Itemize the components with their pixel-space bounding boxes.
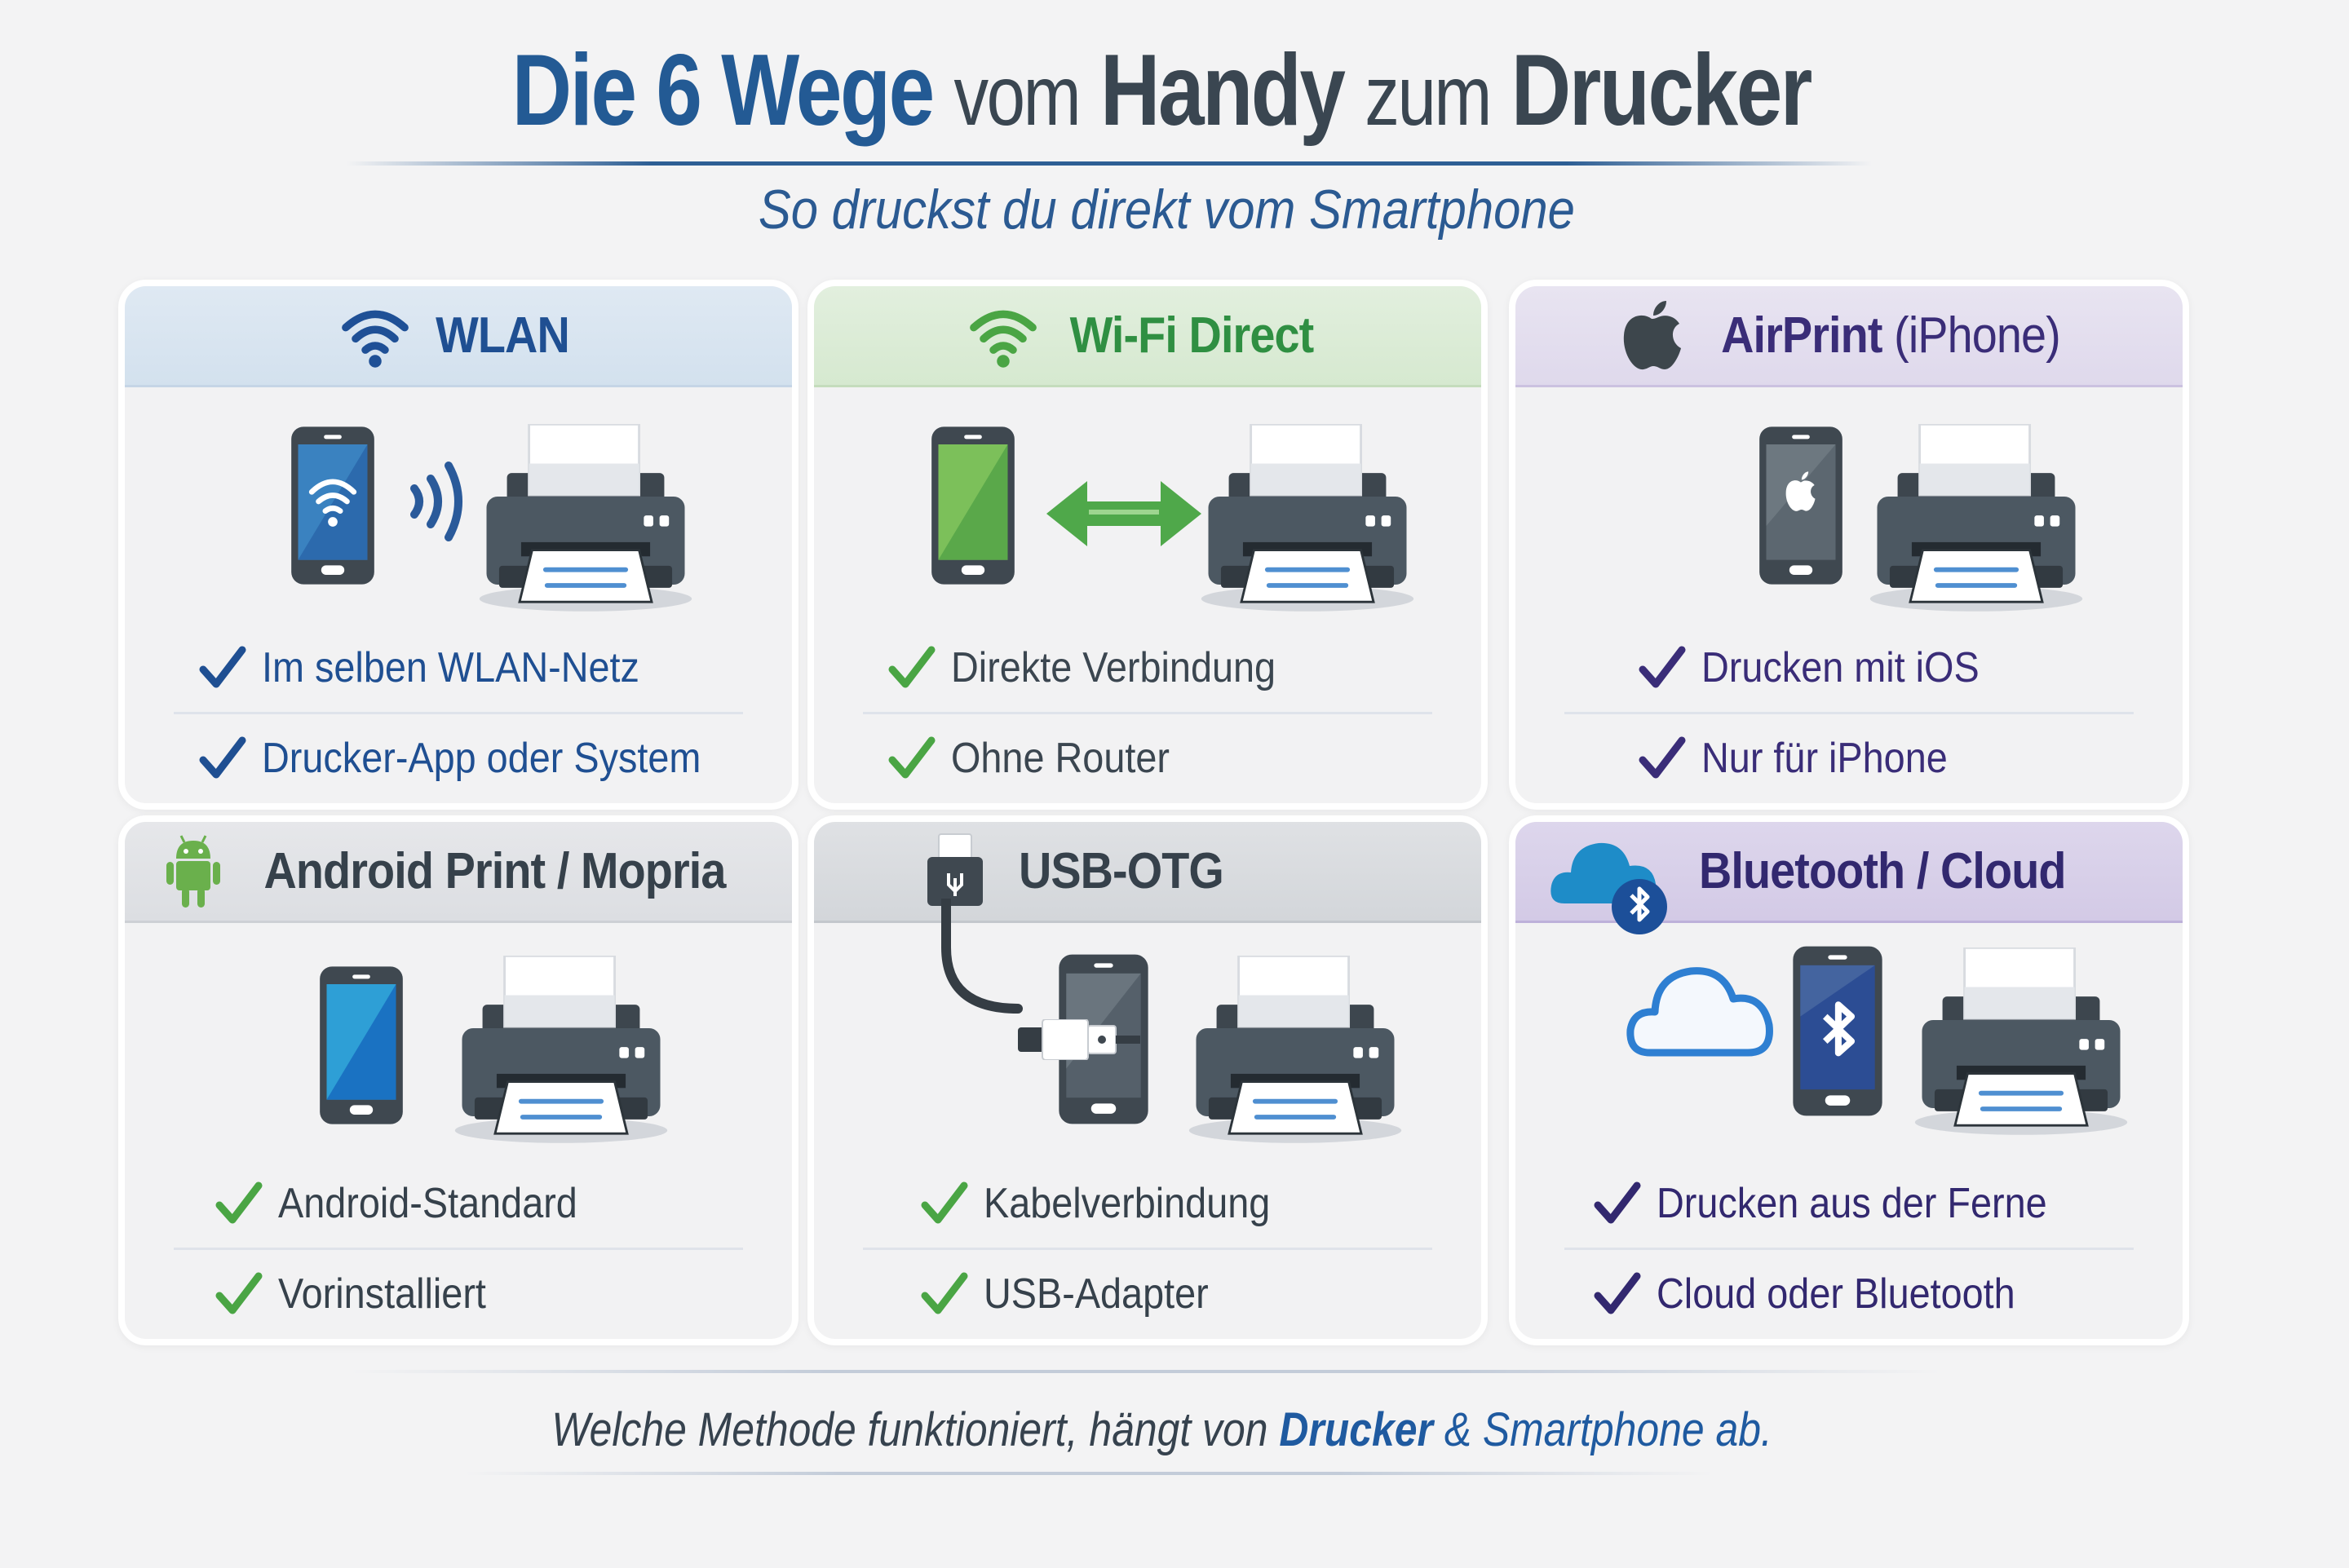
footer-divider-top [351, 1370, 1941, 1373]
card-title: WLAN [436, 307, 570, 364]
title-part-1: Die 6 Wege [511, 34, 935, 147]
printer-icon [451, 956, 671, 1145]
feature-item: Android-Standard [125, 1159, 792, 1248]
card-airprint: AirPrint (iPhone) Drucken mit iOS Nur fü… [1509, 280, 2189, 810]
check-icon [887, 734, 936, 783]
apple-icon [1619, 299, 1684, 373]
feature-list: Kabelverbindung USB-Adapter [814, 1159, 1481, 1338]
printer-icon [1866, 424, 2086, 613]
divider [174, 712, 743, 714]
footer-note: Welche Methode funktioniert, hängt von D… [551, 1403, 1772, 1456]
printer-icon [476, 424, 696, 613]
printer-icon [1197, 424, 1418, 613]
card-header: AirPrint (iPhone) [1515, 286, 2183, 387]
check-icon [1593, 1179, 1642, 1228]
card-title: USB-OTG [1018, 843, 1224, 899]
check-icon [920, 1270, 969, 1318]
card-title: Android Print / Mopria [263, 843, 726, 899]
feature-item: Drucken mit iOS [1515, 624, 2183, 712]
cloud-phone-printer-illustration [1515, 923, 2183, 1159]
printer-icon [1911, 947, 2131, 1137]
card-wlan: WLAN Im selben WLAN-Netz Drucker-App ode… [118, 280, 798, 810]
check-icon [215, 1270, 263, 1318]
divider [1564, 1248, 2134, 1250]
feature-item: USB-Adapter [814, 1250, 1481, 1338]
feature-item: Cloud oder Bluetooth [1515, 1250, 2183, 1338]
wifi-icon [968, 301, 1038, 371]
feature-item: Nur für iPhone [1515, 714, 2183, 802]
card-header: Wi-Fi Direct [814, 286, 1481, 387]
card-header: Android Print / Mopria [125, 822, 792, 923]
card-header: USB-OTG [814, 822, 1481, 923]
cloud-bluetooth-icon [1548, 830, 1679, 936]
feature-item: Kabelverbindung [814, 1159, 1481, 1248]
phone-printer-illustration [814, 387, 1481, 624]
check-icon [198, 643, 247, 692]
phone-printer-illustration [125, 923, 792, 1159]
footer-divider-bottom [465, 1472, 1713, 1475]
usb-cable [936, 899, 1067, 1029]
check-icon [198, 734, 247, 783]
feature-list: Im selben WLAN-Netz Drucker-App oder Sys… [125, 624, 792, 802]
divider [863, 1248, 1432, 1250]
feature-item: Im selben WLAN-Netz [125, 624, 792, 712]
cloud-icon [1626, 952, 1805, 1066]
feature-item: Drucken aus der Ferne [1515, 1159, 2183, 1248]
wifi-icon [340, 301, 410, 371]
card-title: AirPrint (iPhone) [1721, 307, 2061, 364]
feature-item: Drucker-App oder System [125, 714, 792, 802]
check-icon [1593, 1270, 1642, 1318]
card-usb-otg: USB-OTG Kabelverbindung USB-Adapter [807, 815, 1488, 1345]
divider [174, 1248, 743, 1250]
usb-icon [924, 831, 989, 912]
phone-icon [280, 424, 386, 587]
card-wifi-direct: Wi-Fi Direct Direkte Verbindung Ohne Rou… [807, 280, 1488, 810]
phone-icon [1748, 424, 1854, 587]
feature-item: Direkte Verbindung [814, 624, 1481, 712]
card-title: Bluetooth / Cloud [1698, 843, 2067, 899]
android-icon [166, 834, 220, 909]
feature-item: Vorinstalliert [125, 1250, 792, 1338]
card-bluetooth-cloud: Bluetooth / Cloud Drucken aus der Ferne … [1509, 815, 2189, 1345]
signal-waves-icon [406, 453, 471, 550]
check-icon [215, 1179, 263, 1228]
feature-list: Drucken aus der Ferne Cloud oder Bluetoo… [1515, 1159, 2183, 1338]
phone-usb-printer-illustration [814, 899, 1481, 1159]
feature-list: Direkte Verbindung Ohne Router [814, 624, 1481, 802]
check-icon [1638, 643, 1687, 692]
title-part-4: zum [1365, 49, 1492, 144]
check-icon [1638, 734, 1687, 783]
feature-item: Ohne Router [814, 714, 1481, 802]
printer-icon [1185, 956, 1405, 1145]
card-android-print: Android Print / Mopria Android-Standard … [118, 815, 798, 1345]
feature-list: Drucken mit iOS Nur für iPhone [1515, 624, 2183, 802]
title-part-5: Drucker [1511, 34, 1813, 147]
phone-printer-illustration [125, 387, 792, 624]
divider [863, 712, 1432, 714]
phone-icon [1785, 943, 1891, 1119]
phone-printer-illustration [1515, 387, 2183, 624]
usb-adapter-icon [1018, 1019, 1140, 1060]
page-title: Die 6 Wege vom Handy zum Drucker [198, 33, 2125, 148]
title-part-3: Handy [1100, 34, 1346, 147]
phone-icon [308, 964, 414, 1127]
card-header: WLAN [125, 286, 792, 387]
page-subtitle: So druckst du direkt vom Smartphone [758, 179, 1575, 241]
title-part-2: vom [953, 49, 1081, 144]
check-icon [887, 643, 936, 692]
title-divider [347, 161, 1872, 166]
phone-icon [920, 424, 1026, 587]
divider [1564, 712, 2134, 714]
double-arrow-icon [1046, 477, 1201, 550]
feature-list: Android-Standard Vorinstalliert [125, 1159, 792, 1338]
check-icon [920, 1179, 969, 1228]
card-title: Wi-Fi Direct [1069, 307, 1315, 364]
